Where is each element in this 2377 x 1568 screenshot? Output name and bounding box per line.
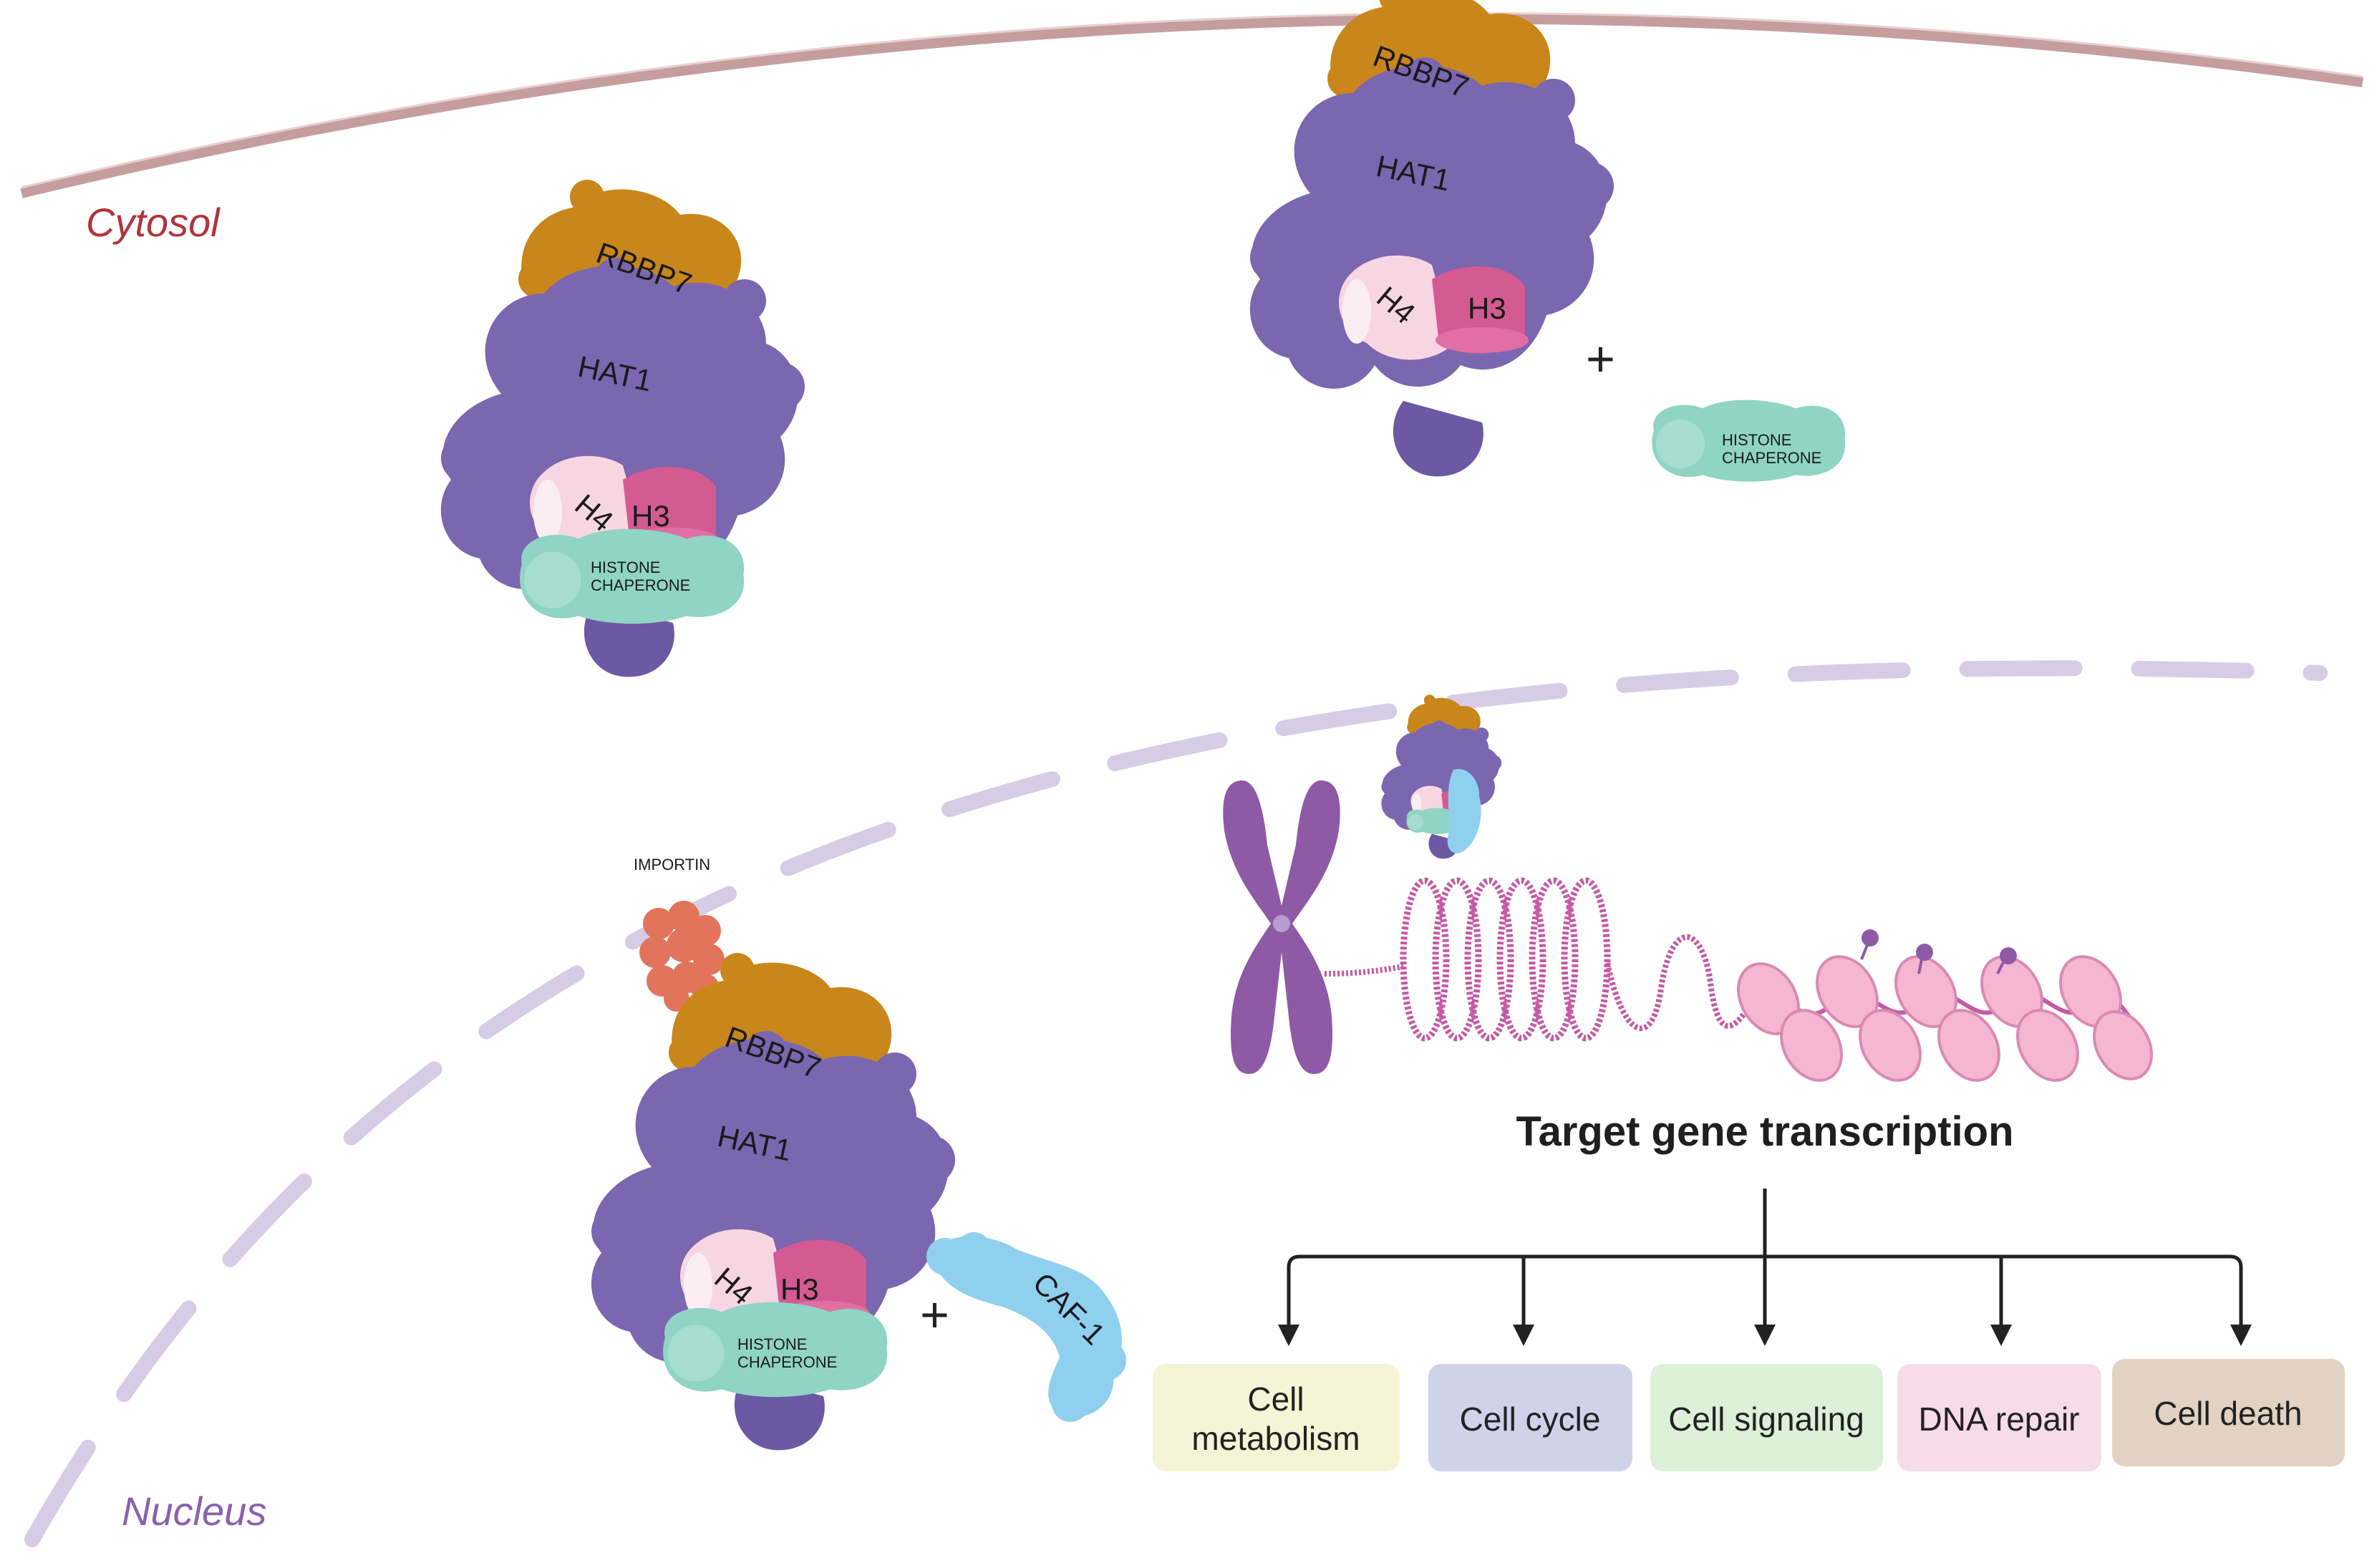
outcome-box bbox=[2112, 1359, 2345, 1466]
nuclear-envelope bbox=[24, 660, 2328, 1547]
nucleosomes bbox=[1737, 955, 2153, 1082]
outcome-label: Cell death bbox=[2154, 1395, 2302, 1432]
h3-label: H3 bbox=[631, 499, 670, 533]
outcome-cell-death: Cell death bbox=[2112, 1359, 2345, 1466]
chromatin-thread bbox=[1324, 964, 1404, 977]
transcription-title: Target gene transcription bbox=[1516, 1108, 2013, 1155]
outcome-label-line2: metabolism bbox=[1191, 1420, 1360, 1457]
cell-membrane bbox=[20, 14, 2363, 198]
nucleus-label: Nucleus bbox=[122, 1489, 266, 1534]
acetyl-marks bbox=[1860, 929, 2017, 974]
outcome-label-line1: Cell bbox=[1247, 1380, 1304, 1418]
outcome-dna-repair: DNA repair bbox=[1897, 1364, 2101, 1471]
outcome-boxes: Cell metabolism Cell cycle Cell signalin… bbox=[1153, 1359, 2345, 1471]
chaperone-label-line2: CHAPERONE bbox=[1722, 449, 1821, 467]
hat1-caf1-complex-on-chromatin bbox=[1381, 695, 1502, 859]
outcome-box bbox=[1153, 1364, 1400, 1471]
importin-label: IMPORTIN bbox=[634, 856, 710, 873]
hat1-complex-with-chaperone: RBBP7 HAT1 H4 H3 HISTONE CHAPERONE bbox=[440, 180, 805, 677]
plus-sign: + bbox=[920, 1287, 949, 1342]
chromosome bbox=[1223, 780, 1340, 1074]
chromatin-linker bbox=[1604, 934, 1750, 1032]
outcome-box bbox=[1428, 1364, 1632, 1471]
h3-label: H3 bbox=[1468, 291, 1506, 325]
arrowheads bbox=[1278, 1325, 2252, 1346]
outcome-box bbox=[1897, 1364, 2101, 1471]
outcome-label: Cell signaling bbox=[1668, 1400, 1864, 1438]
chaperone-label-line1: HISTONE bbox=[591, 558, 660, 576]
chromatin-coil bbox=[1400, 877, 1611, 1042]
outcome-label: DNA repair bbox=[1919, 1400, 2080, 1438]
outcome-box bbox=[1650, 1364, 1883, 1471]
hat1-complex-nucleus: RBBP7 HAT1 H4 H3 HISTONE CHAPERONE bbox=[591, 953, 955, 1451]
cytosol-label: Cytosol bbox=[86, 200, 221, 245]
caf1 bbox=[926, 1232, 1126, 1422]
outcome-cell-cycle: Cell cycle bbox=[1428, 1364, 1632, 1471]
outcome-label: Cell cycle bbox=[1460, 1400, 1601, 1438]
h3-label: H3 bbox=[780, 1272, 819, 1306]
plus-sign: + bbox=[1586, 331, 1615, 387]
chaperone-label-line2: CHAPERONE bbox=[737, 1353, 837, 1371]
hat1-rbbp7-complex: RBBP7 HAT1 H4 H3 bbox=[1249, 0, 1614, 477]
chaperone-label-line1: HISTONE bbox=[1722, 431, 1791, 449]
outcome-arrows bbox=[1287, 1189, 2243, 1332]
outcome-cell-metabolism: Cell metabolism bbox=[1153, 1364, 1400, 1471]
outcome-cell-signaling: Cell signaling bbox=[1650, 1364, 1883, 1471]
chaperone-label-line2: CHAPERONE bbox=[591, 576, 690, 594]
importin bbox=[639, 901, 725, 1012]
chaperone-label-line1: HISTONE bbox=[737, 1335, 807, 1353]
